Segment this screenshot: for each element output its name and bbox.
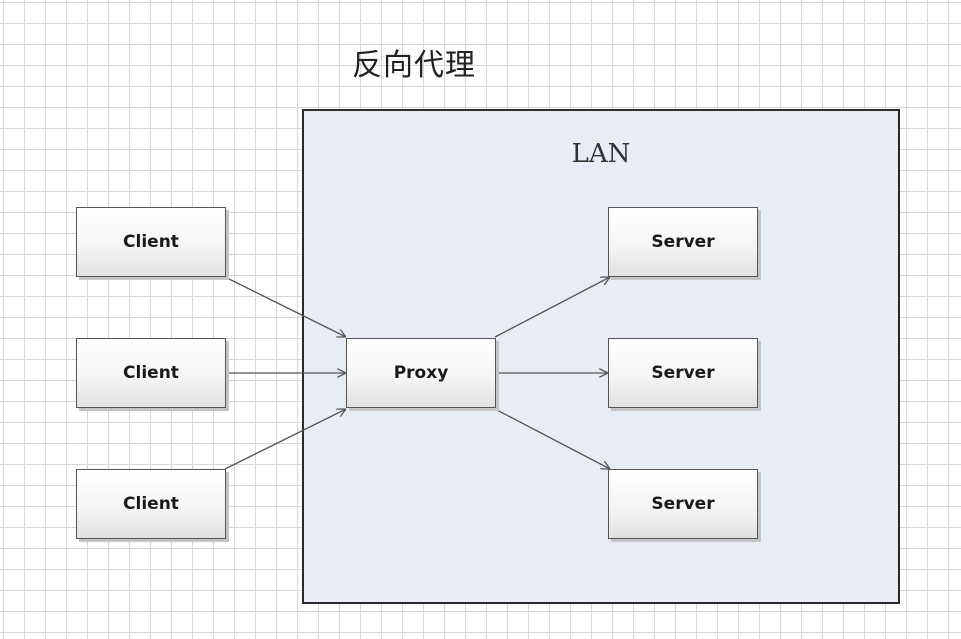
client-node-1: Client — [76, 207, 226, 277]
server-node-3: Server — [608, 469, 758, 539]
lan-label: LAN — [571, 139, 631, 169]
client-node-3: Client — [76, 469, 226, 539]
proxy-node: Proxy — [346, 338, 496, 408]
client-node-2: Client — [76, 338, 226, 408]
server-node-1: Server — [608, 207, 758, 277]
server-node-2: Server — [608, 338, 758, 408]
diagram-title: 反向代理 — [352, 48, 476, 83]
